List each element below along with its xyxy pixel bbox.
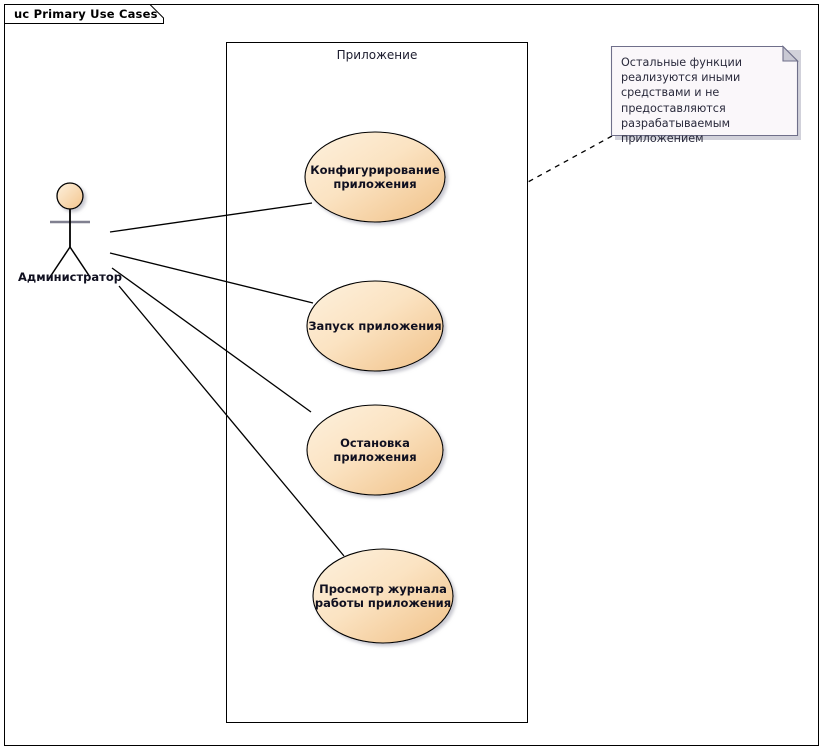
actor-head-icon <box>56 182 84 210</box>
diagram-title-label: uc Primary Use Cases <box>14 7 158 21</box>
title-tab-shape <box>4 4 164 24</box>
association-lines <box>109 202 345 557</box>
note-text: Остальные функции реализуются иными сред… <box>621 56 743 146</box>
association-line-start[interactable] <box>109 252 314 304</box>
association-line-view-log[interactable] <box>118 285 345 557</box>
system-boundary-box <box>226 42 528 723</box>
use-case-ellipse-view-log[interactable] <box>312 548 454 644</box>
association-line-configure[interactable] <box>109 202 313 233</box>
use-case-ellipse-configure[interactable] <box>304 131 446 223</box>
actor-label: Администратор <box>18 270 122 284</box>
actor-leg-left <box>49 246 71 278</box>
use-case-ellipse-start[interactable] <box>306 280 444 372</box>
use-case-ellipses <box>304 131 454 644</box>
note-box[interactable] <box>610 45 801 140</box>
actor-leg-right <box>69 246 91 278</box>
use-case-ellipse-stop[interactable] <box>306 404 444 496</box>
note-shape <box>610 45 801 140</box>
system-boundary-label: Приложение <box>336 48 418 62</box>
actor-administrator[interactable] <box>49 182 91 278</box>
association-line-stop[interactable] <box>111 267 312 413</box>
